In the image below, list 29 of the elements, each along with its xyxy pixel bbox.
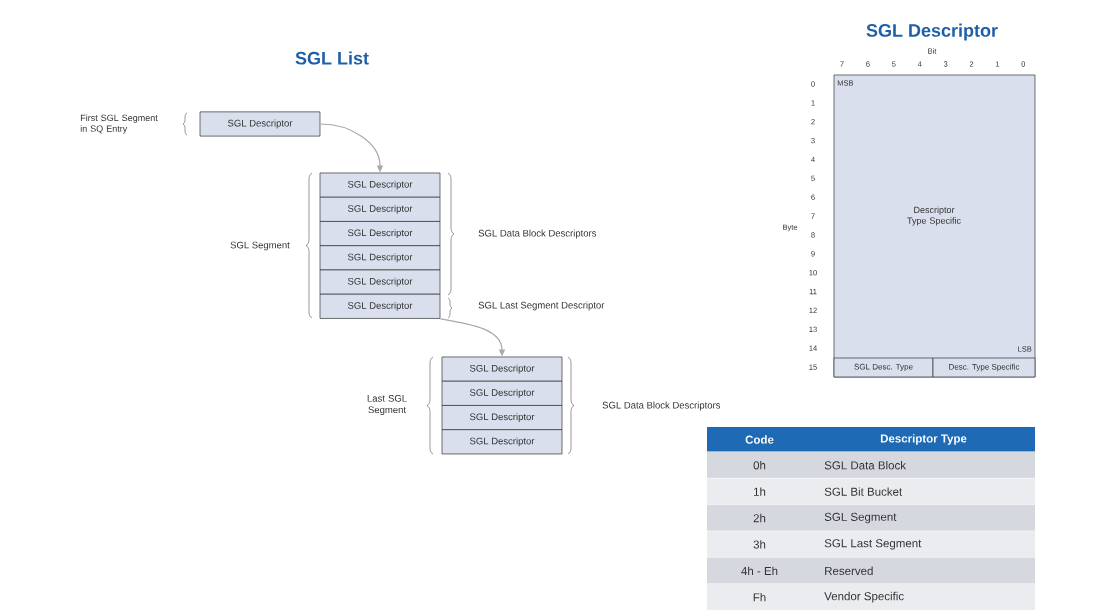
table-cell: 4h - Eh bbox=[706, 557, 813, 585]
table-cell: 1h bbox=[706, 478, 813, 506]
brace-label: SGL Last Segment Descriptor bbox=[478, 301, 605, 311]
brace-label: SGL Data Block Descriptors bbox=[602, 401, 721, 411]
brace-label: SGL Data Block Descriptors bbox=[478, 229, 597, 239]
brace-label: SGL Segment bbox=[230, 241, 290, 251]
descriptor-box: SGL Descriptor bbox=[441, 356, 563, 382]
table-cell: 2h bbox=[706, 504, 813, 532]
descriptor-box: SGL Descriptor bbox=[441, 380, 563, 406]
field-cell: Desc. Type Specific bbox=[932, 357, 1036, 378]
descriptor-box: SGL Descriptor bbox=[319, 293, 441, 319]
descriptor-box: SGL Descriptor bbox=[319, 172, 441, 198]
descriptor-box: SGL Descriptor bbox=[319, 221, 441, 247]
brace-label: Last SGL Segment bbox=[367, 395, 407, 415]
descriptor-box: SGL Descriptor bbox=[441, 429, 563, 455]
table-cell: 3h bbox=[706, 531, 813, 559]
header-cell: Code bbox=[706, 427, 813, 453]
brace-label: First SGL Segment in SQ Entry bbox=[80, 114, 158, 134]
section-title: SGL Descriptor bbox=[866, 23, 998, 41]
field-cell: SGL Desc. Type bbox=[833, 357, 934, 378]
descriptor-box: SGL Descriptor bbox=[319, 196, 441, 222]
section-title: SGL List bbox=[295, 51, 369, 65]
descriptor-box: SGL Descriptor bbox=[319, 269, 441, 295]
descriptor-box: SGL Descriptor bbox=[441, 405, 563, 431]
descriptor-box: SGL Descriptor bbox=[199, 111, 321, 137]
table-cell: Fh bbox=[706, 584, 813, 611]
descriptor-box: SGL Descriptor bbox=[319, 245, 441, 271]
field-label: Descriptor Type Specific bbox=[907, 206, 961, 226]
table-cell: 0h bbox=[706, 452, 813, 479]
